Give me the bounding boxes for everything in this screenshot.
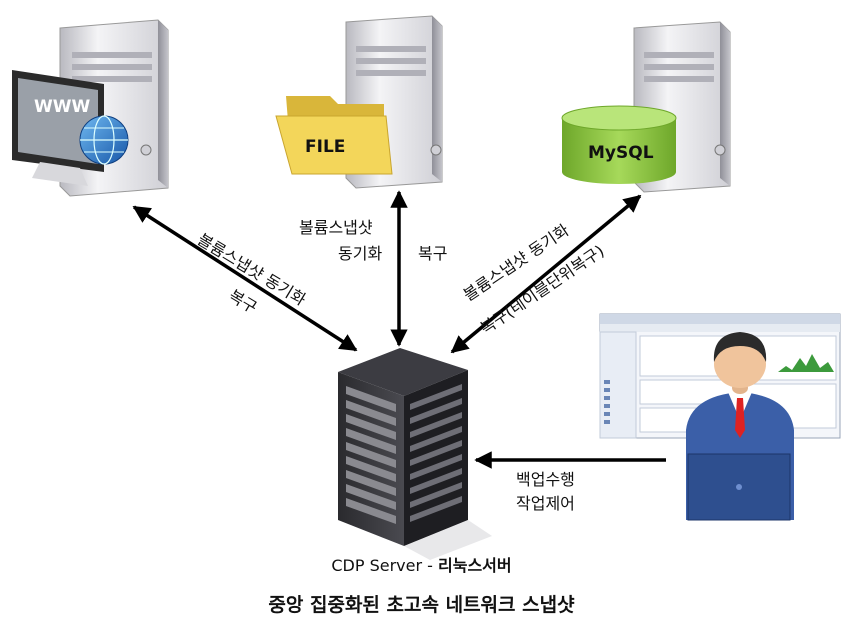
www-server-icon [12, 19, 169, 197]
center-sync-label-2: 동기화 [338, 244, 383, 263]
www-label: WWW [34, 97, 91, 117]
diagram-title: 중앙 집중화된 초고속 네트워크 스냅샷 [268, 594, 575, 616]
server-vendor: 리눅스서버 [438, 556, 512, 575]
arrow-www-server [132, 205, 358, 352]
admin-backup-label: 백업수행 [516, 470, 575, 489]
administrator-person-icon [686, 332, 794, 521]
file-label: FILE [305, 137, 346, 157]
cdp-rack-server-icon [338, 348, 492, 560]
arrow-mysql-server [450, 194, 642, 354]
server-name: CDP Server - [331, 556, 439, 575]
center-sync-label-1: 볼륨스냅샷 [299, 218, 373, 237]
mysql-server-icon [561, 21, 731, 193]
center-restore-label: 복구 [418, 244, 448, 263]
server-caption: CDP Server - 리눅스서버 [0, 552, 843, 576]
file-server-icon [275, 15, 443, 189]
mysql-label: MySQL [588, 143, 654, 163]
arrows [132, 190, 666, 469]
admin-control-label: 작업제어 [516, 494, 575, 513]
